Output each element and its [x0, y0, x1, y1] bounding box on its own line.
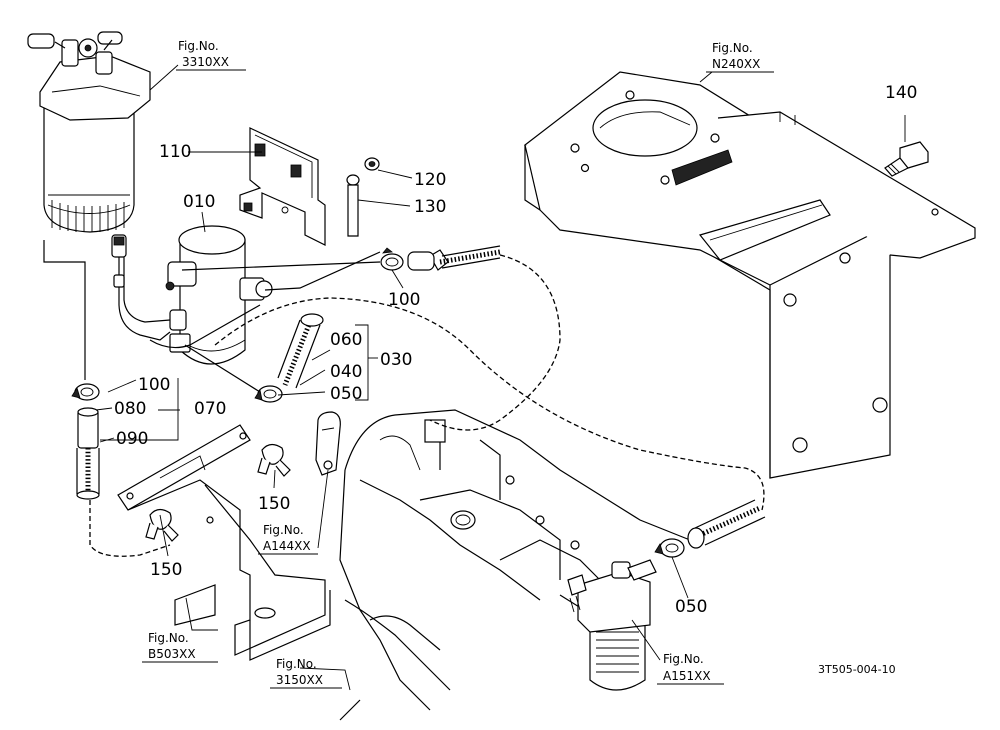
part-number-010: 010	[183, 192, 215, 212]
fig-ref-b503-label: Fig.No.	[148, 631, 189, 645]
bolt-140	[884, 141, 929, 177]
fig-ref-n240: Fig.No. N240XX	[706, 41, 774, 73]
engine-frame-casting	[339, 409, 691, 721]
part-number-070: 070	[194, 399, 226, 419]
fig-ref-a151: Fig.No. A151XX	[657, 652, 724, 685]
clamp-100-lower	[71, 383, 100, 401]
fig-ref-3150-label: Fig.No.	[276, 657, 317, 671]
bracket-110	[239, 127, 326, 246]
clamp-100-upper	[380, 247, 404, 271]
fig-ref-3310-label: Fig.No.	[178, 39, 219, 53]
fig-ref-3310-code: 3310XX	[182, 55, 229, 69]
pipe-080	[77, 407, 99, 449]
sediment-bowl-a151	[567, 559, 657, 691]
drawing-code: 3T505-004-10	[818, 663, 896, 676]
part-number-040: 040	[330, 362, 362, 382]
wiring-harness	[111, 234, 261, 349]
mounting-bracket-right	[523, 71, 976, 479]
part-number-100-lower: 100	[138, 375, 170, 395]
fuel-hose-upper	[429, 254, 561, 431]
clamp-050-lower	[654, 538, 685, 558]
fuel-hose-lower-left	[89, 500, 171, 557]
fig-ref-a144-label: Fig.No.	[263, 523, 304, 537]
clamp-050-middle	[254, 385, 283, 403]
part-number-060: 060	[330, 330, 362, 350]
hose-090	[76, 448, 100, 500]
hose-060	[277, 313, 324, 389]
part-number-080: 080	[114, 399, 146, 419]
fig-ref-a151-code: A151XX	[663, 669, 711, 683]
part-number-callouts: 110 120 130 010 140 100 060 030 040 050 …	[114, 83, 917, 617]
fig-ref-a144-code: A144XX	[263, 539, 311, 553]
fuel-filter-top-left	[27, 31, 151, 233]
fig-ref-n240-code: N240XX	[712, 57, 760, 71]
part-number-140: 140	[885, 83, 917, 103]
washer-120	[364, 157, 380, 171]
fig-ref-3310: Fig.No. 3310XX	[176, 39, 246, 71]
part-number-030: 030	[380, 350, 412, 370]
part-number-050-middle: 050	[330, 384, 362, 404]
part-number-130: 130	[414, 197, 446, 217]
part-number-120: 120	[414, 170, 446, 190]
hose-assembly-upper	[407, 245, 501, 271]
part-number-050-lower: 050	[675, 597, 707, 617]
part-number-150-left: 150	[150, 560, 182, 580]
leader-lines	[95, 64, 906, 691]
hose-clip-a144	[315, 411, 341, 476]
fuel-hose-long	[214, 297, 765, 511]
hose-lower-right	[687, 499, 766, 549]
fig-ref-b503: Fig.No. B503XX	[142, 631, 218, 663]
part-number-100-upper: 100	[388, 290, 420, 310]
part-number-110: 110	[159, 142, 191, 162]
fig-ref-3150: Fig.No. 3150XX	[270, 657, 342, 689]
bracket-b503	[117, 424, 331, 661]
fig-ref-a144: Fig.No. A144XX	[258, 523, 318, 555]
fig-ref-a151-label: Fig.No.	[663, 652, 704, 666]
part-number-150-right: 150	[258, 494, 290, 514]
clamp-150-right	[257, 443, 291, 477]
strap-130	[346, 174, 360, 237]
fig-ref-n240-label: Fig.No.	[712, 41, 753, 55]
fig-ref-3150-code: 3150XX	[276, 673, 323, 687]
part-number-090: 090	[116, 429, 148, 449]
fig-ref-b503-code: B503XX	[148, 647, 196, 661]
